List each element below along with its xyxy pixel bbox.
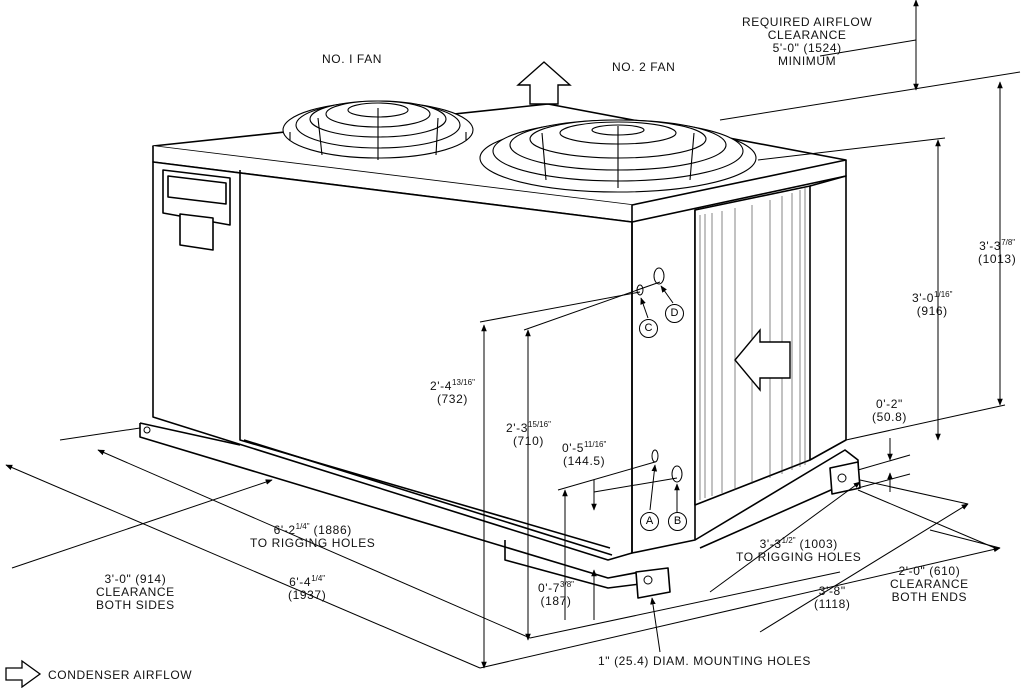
rail-offset-value: 0'-2" xyxy=(876,397,903,411)
length-overall-frac: 1/4" xyxy=(311,574,326,583)
clearance-ends-line2: CLEARANCE xyxy=(890,577,969,591)
dim-144-value: 0'-5 xyxy=(562,441,585,455)
dim-710-frac: 15/16" xyxy=(528,420,551,429)
dim-187-value: 0'-7 xyxy=(538,581,561,595)
dim-144-label: 0'-511/16" (144.5) xyxy=(562,438,606,468)
width-overall-metric: (1118) xyxy=(814,597,851,611)
mount-hole-left xyxy=(143,426,151,434)
hole-b-label: B xyxy=(668,512,687,531)
airflow-clearance-label: REQUIRED AIRFLOW CLEARANCE 5'-0" (1524) … xyxy=(742,16,872,68)
clearance-sides-line2: CLEARANCE xyxy=(96,585,175,599)
dim-732-frac: 13/16" xyxy=(452,378,475,387)
airflow-clearance-line1: REQUIRED AIRFLOW xyxy=(742,15,873,29)
clearance-sides-line3: BOTH SIDES xyxy=(96,598,175,612)
condenser-airflow-arrow xyxy=(734,328,791,392)
height-unit-frac: 1/16" xyxy=(934,290,953,299)
rigging-long-metric: (1886) xyxy=(313,523,352,537)
hole-markers xyxy=(636,267,683,483)
clearance-sides-value: 3'-0" (914) xyxy=(104,572,167,586)
dim-710-label: 2'-315/16" (710) xyxy=(506,418,551,448)
rigging-short-note: TO RIGGING HOLES xyxy=(736,550,862,564)
airflow-clearance-line2: CLEARANCE xyxy=(767,28,847,42)
height-overall-value: 3'-3 xyxy=(979,239,1002,253)
rigging-long-label: 6'-21/4" (1886) TO RIGGING HOLES xyxy=(250,520,375,550)
hole-d-label: D xyxy=(665,304,684,323)
dim-144-frac: 11/16" xyxy=(584,440,607,449)
length-overall-label: 6'-41/4" (1937) xyxy=(288,572,326,602)
fan-2 xyxy=(479,119,757,193)
rigging-short-value: 3'-3 xyxy=(759,537,782,551)
rigging-long-value: 6'-2 xyxy=(273,523,296,537)
coil-fins xyxy=(699,188,806,500)
height-unit-value: 3'-0 xyxy=(912,291,935,305)
dim-710-value: 2'-3 xyxy=(506,421,529,435)
rigging-long-note: TO RIGGING HOLES xyxy=(250,536,376,550)
dim-732-value: 2'-4 xyxy=(430,379,453,393)
clearance-sides-label: 3'-0" (914) CLEARANCE BOTH SIDES xyxy=(96,573,175,612)
dim-187-metric: (187) xyxy=(540,594,572,608)
hole-leaders xyxy=(640,285,680,512)
height-unit-label: 3'-01/16" (916) xyxy=(912,288,952,318)
mounting-holes-label: 1" (25.4) DIAM. MOUNTING HOLES xyxy=(598,654,811,668)
width-overall-label: 3'-8" (1118) xyxy=(814,585,851,611)
height-overall-label: 3'-37/8" (1013) xyxy=(978,236,1016,266)
rigging-short-label: 3'-31/2" (1003) TO RIGGING HOLES xyxy=(736,534,861,564)
clearance-ends-value: 2'-0" (610) xyxy=(898,564,961,578)
rail-offset-label: 0'-2" (50.8) xyxy=(872,398,907,424)
dim-710-metric: (710) xyxy=(512,434,544,448)
rail-offset-metric: (50.8) xyxy=(872,410,907,424)
dim-144-metric: (144.5) xyxy=(563,454,606,468)
height-overall-metric: (1013) xyxy=(978,252,1017,266)
clearance-ends-label: 2'-0" (610) CLEARANCE BOTH ENDS xyxy=(890,565,969,604)
height-overall-frac: 7/8" xyxy=(1001,238,1016,247)
legend-label: CONDENSER AIRFLOW xyxy=(48,668,193,682)
clearance-ends-line3: BOTH ENDS xyxy=(891,590,968,604)
length-overall-value: 6'-4 xyxy=(289,575,312,589)
mount-hole-right xyxy=(837,473,847,483)
rigging-short-metric: (1003) xyxy=(799,537,838,551)
length-overall-metric: (1937) xyxy=(288,588,327,602)
legend-arrow xyxy=(5,659,42,688)
rigging-long-frac: 1/4" xyxy=(295,522,310,531)
width-overall-value: 3'-8" xyxy=(818,584,846,598)
mount-hole-front xyxy=(643,575,653,585)
fan-2-label: NO. 2 FAN xyxy=(612,60,676,74)
dim-187-frac: 3/8" xyxy=(560,580,575,589)
airflow-up-arrow xyxy=(516,61,572,105)
fan-1 xyxy=(282,100,474,160)
height-unit-metric: (916) xyxy=(916,304,948,318)
dimension-lines xyxy=(5,0,1021,669)
airflow-clearance-line3: 5'-0" (1524) xyxy=(772,41,842,55)
hole-a-label: A xyxy=(640,512,659,531)
fan-1-label: NO. I FAN xyxy=(322,52,383,66)
dim-187-label: 0'-73/8" (187) xyxy=(538,578,574,608)
dim-732-metric: (732) xyxy=(436,392,468,406)
airflow-clearance-line4: MINIMUM xyxy=(778,54,837,68)
hole-c-label: C xyxy=(639,319,658,338)
rigging-short-frac: 1/2" xyxy=(781,536,796,545)
dim-732-label: 2'-413/16" (732) xyxy=(430,376,475,406)
